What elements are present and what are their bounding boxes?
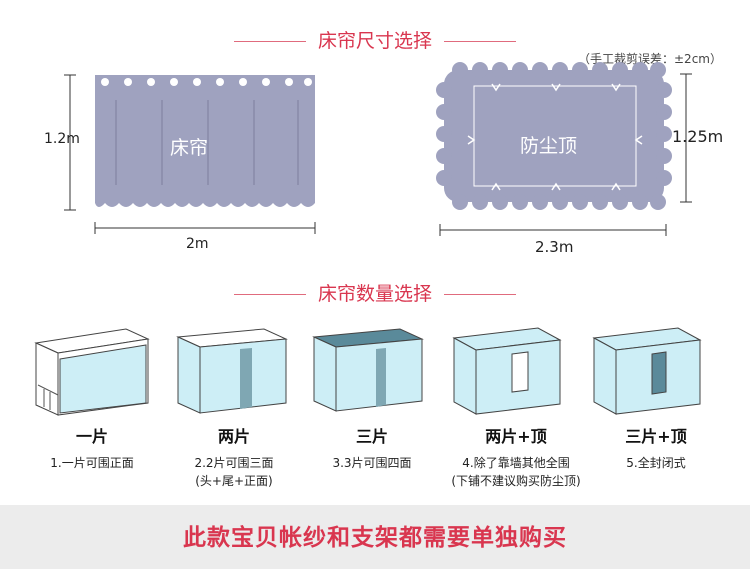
tolerance-note: （手工裁剪误差：±2cm）: [578, 52, 722, 66]
option-5-title: 三片+顶: [625, 427, 687, 446]
option-3-desc: 3.3片可围四面: [332, 456, 412, 470]
title-line-right: [444, 41, 516, 42]
option-2-title: 两片: [217, 427, 250, 446]
dust-top-width-label: 2.3m: [535, 238, 574, 256]
footer-band: [0, 505, 750, 569]
size-section-title: 床帘尺寸选择: [0, 26, 750, 53]
option-4-title: 两片+顶: [485, 427, 547, 446]
curtain-diagram: [64, 74, 316, 234]
title-line-right: [444, 294, 516, 295]
dust-top-diagram: [436, 62, 692, 236]
option-2-desc-2: (头+尾+正面): [195, 474, 273, 488]
option-5-illustration: [592, 327, 702, 415]
option-5-desc: 5.全封闭式: [626, 456, 686, 470]
qty-title-text: 床帘数量选择: [317, 283, 432, 305]
size-title-text: 床帘尺寸选择: [317, 30, 432, 52]
option-3-illustration: [312, 328, 424, 412]
qty-section-title: 床帘数量选择: [0, 279, 750, 306]
option-1-illustration: [34, 328, 150, 416]
curtain-height-label: 1.2m: [44, 131, 80, 147]
option-2-illustration: [176, 328, 288, 414]
title-line-left: [233, 294, 306, 295]
option-4-desc-2: (下铺不建议购买防尘顶): [451, 474, 581, 488]
option-1-desc: 1.一片可围正面: [50, 456, 134, 470]
curtain-width-label: 2m: [186, 236, 209, 252]
footer-notice: 此款宝贝帐纱和支架都需要单独购买: [183, 525, 567, 551]
option-4-desc: 4.除了靠墙其他全围: [462, 456, 570, 470]
dust-top-label: 防尘顶: [520, 135, 578, 157]
option-4-illustration: [452, 327, 562, 415]
option-1-title: 一片: [75, 427, 108, 446]
option-3-title: 三片: [355, 427, 388, 446]
option-2-desc: 2.2片可围三面: [194, 456, 274, 470]
dust-top-height-label: 1.25m: [672, 127, 724, 146]
curtain-label: 床帘: [170, 137, 209, 159]
title-line-left: [233, 41, 306, 42]
